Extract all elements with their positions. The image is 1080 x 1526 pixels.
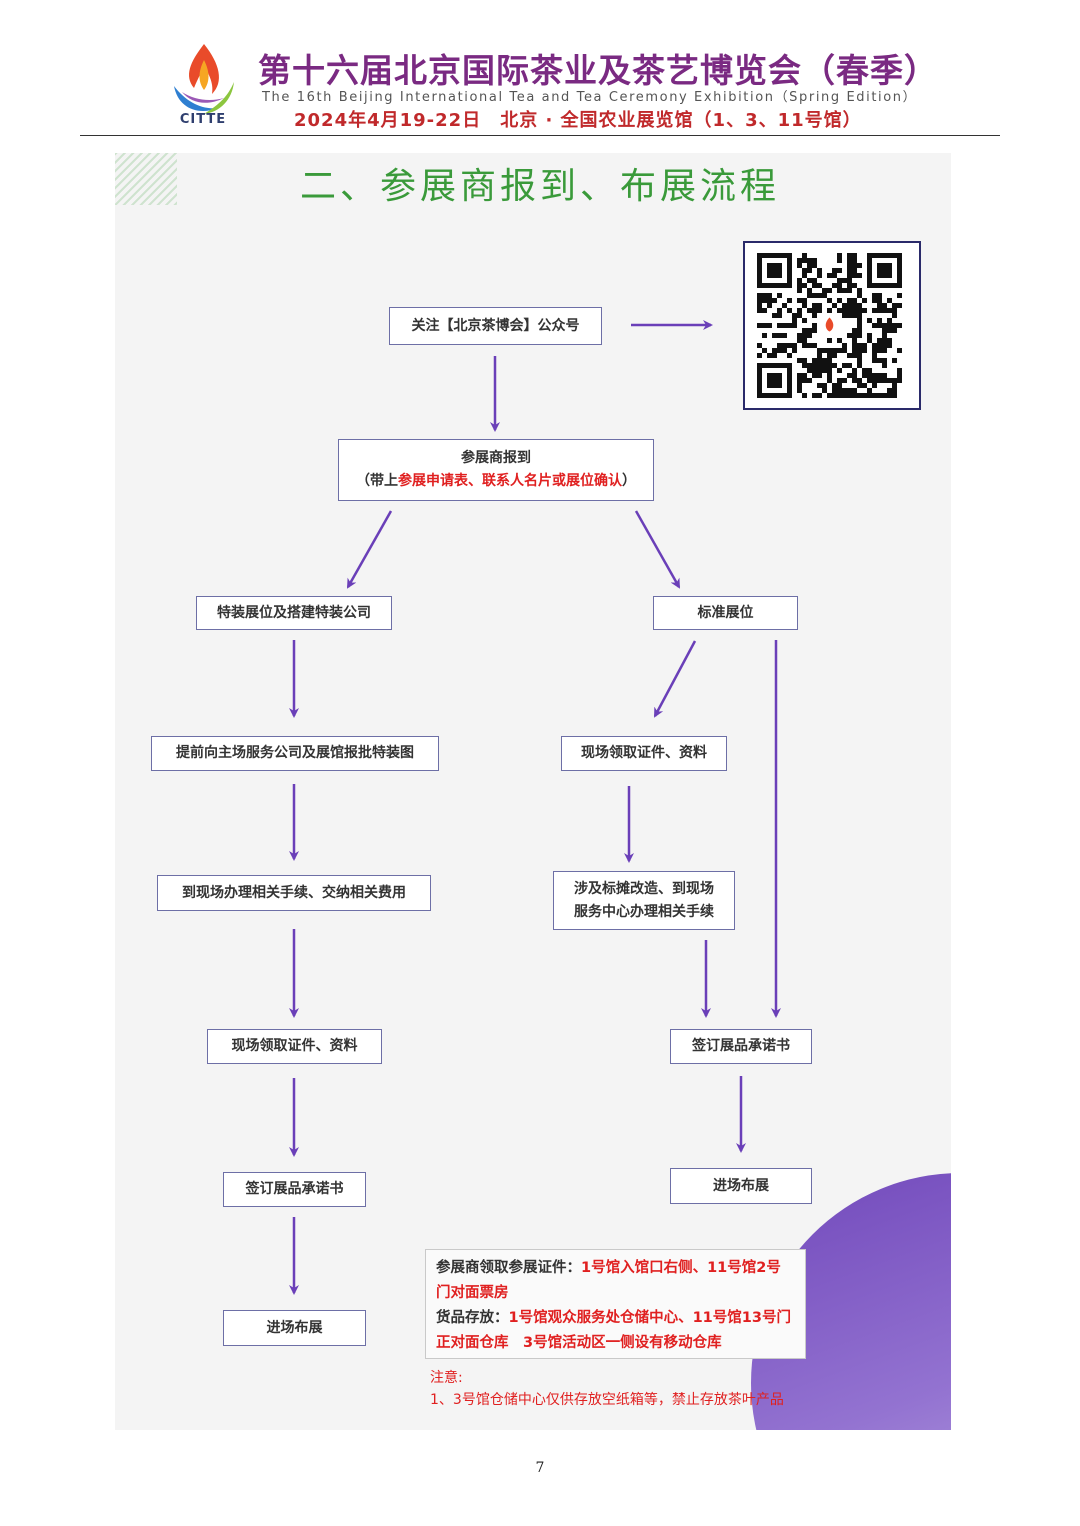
section-title: 二、参展商报到、布展流程 <box>300 166 781 207</box>
header-divider <box>80 135 1000 136</box>
step-special-booth-label: 特装展位及搭建特装公司 <box>217 604 371 621</box>
booth-modification-line1: 涉及标摊改造、到现场 <box>574 880 714 897</box>
storage-location: 1号馆观众服务处仓储中心、11号馆13号门正对面仓库 3号馆活动区一侧设有移动仓… <box>436 1310 791 1351</box>
step-left-enter-setup: 进场布展 <box>223 1310 366 1346</box>
checkin-title: 参展商报到 <box>461 450 531 466</box>
step-submit-drawings-label: 提前向主场服务公司及展馆报批特装图 <box>176 745 414 761</box>
attention-note: 1、3号馆仓储中心仅供存放空纸箱等，禁止存放茶叶产品 <box>430 1392 784 1408</box>
checkin-note: （带上参展申请表、联系人名片或展位确认） <box>356 470 636 493</box>
step-right-sign-commitment: 签订展品承诺书 <box>670 1029 812 1064</box>
step-submit-drawings: 提前向主场服务公司及展馆报批特装图 <box>151 736 439 771</box>
attention-title: 注意: <box>430 1370 463 1386</box>
step-left-sign-commitment: 签订展品承诺书 <box>223 1172 366 1207</box>
citte-flame-logo <box>174 44 234 114</box>
info-note-box: 参展商领取参展证件：1号馆入馆口右侧、11号馆2号门对面票房 货品存放：1号馆观… <box>425 1249 806 1359</box>
step-right-enter-setup-label: 进场布展 <box>713 1177 769 1194</box>
step-right-sign-commitment-label: 签订展品承诺书 <box>692 1038 790 1054</box>
step-standard-booth: 标准展位 <box>653 596 798 630</box>
flowchart-panel: 二、参展商报到、布展流程 关注【北京茶博会】公 <box>115 153 951 1430</box>
step-right-enter-setup: 进场布展 <box>670 1168 812 1204</box>
flow-arrows <box>289 320 781 1295</box>
step-onsite-procedures: 到现场办理相关手续、交纳相关费用 <box>157 875 431 911</box>
step-right-collect-credentials-label: 现场领取证件、资料 <box>581 745 707 761</box>
step-left-collect-credentials: 现场领取证件、资料 <box>207 1029 382 1064</box>
qr-code-pattern <box>757 253 902 398</box>
arrow-checkin-to-standard <box>634 510 681 589</box>
step-follow-account: 关注【北京茶博会】公众号 <box>389 307 602 345</box>
step-booth-modification: 涉及标摊改造、到现场 服务中心办理相关手续 <box>553 871 735 930</box>
arrow-checkin-to-special <box>346 510 393 589</box>
step-left-collect-credentials-label: 现场领取证件、资料 <box>231 1038 358 1054</box>
event-title: 第十六届北京国际茶业及茶艺博览会（春季） <box>258 51 938 90</box>
checkin-note-suffix: ） <box>622 473 636 489</box>
step-exhibitor-checkin: 参展商报到 （带上参展申请表、联系人名片或展位确认） <box>338 439 654 501</box>
step-right-collect-credentials: 现场领取证件、资料 <box>561 736 727 771</box>
event-subtitle: The 16th Beijing International Tea and T… <box>262 90 918 105</box>
step-standard-booth-label: 标准展位 <box>697 604 754 621</box>
event-dateline: 2024年4月19-22日 北京 · 全国农业展览馆（1、3、11号馆） <box>294 110 862 131</box>
storage-label: 货品存放： <box>436 1310 509 1326</box>
step-left-sign-commitment-label: 签订展品承诺书 <box>245 1181 344 1197</box>
step-onsite-procedures-label: 到现场办理相关手续、交纳相关费用 <box>182 884 406 901</box>
logo-text: CITTE <box>179 112 227 127</box>
page-number: 7 <box>535 1460 545 1476</box>
step-follow-account-label: 关注【北京茶博会】公众号 <box>411 317 580 334</box>
decorative-stripes <box>115 153 177 205</box>
booth-modification-line2: 服务中心办理相关手续 <box>574 903 714 920</box>
checkin-required-docs: 参展申请表、联系人名片或展位确认 <box>398 473 622 489</box>
step-special-booth: 特装展位及搭建特装公司 <box>196 596 392 630</box>
badge-pickup-label: 参展商领取参展证件： <box>436 1260 581 1276</box>
checkin-note-prefix: （带上 <box>356 473 398 489</box>
page-header: CITTE 第十六届北京国际茶业及茶艺博览会（春季） The 16th Beij… <box>0 0 1080 140</box>
step-left-enter-setup-label: 进场布展 <box>266 1319 323 1336</box>
badge-pickup-location: 1号馆入馆口右侧、11号馆2号门对面票房 <box>436 1260 781 1301</box>
wechat-qr-code[interactable] <box>743 241 921 410</box>
